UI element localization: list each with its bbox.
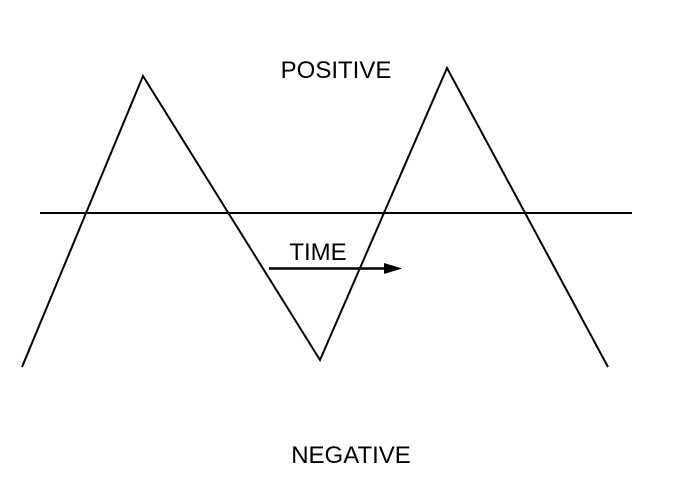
negative-label: NEGATIVE bbox=[291, 442, 411, 469]
positive-label: POSITIVE bbox=[280, 57, 392, 84]
time-label: TIME bbox=[289, 239, 347, 266]
time-arrowhead-icon bbox=[384, 263, 402, 274]
triangle-waveform-path bbox=[21, 65, 609, 368]
